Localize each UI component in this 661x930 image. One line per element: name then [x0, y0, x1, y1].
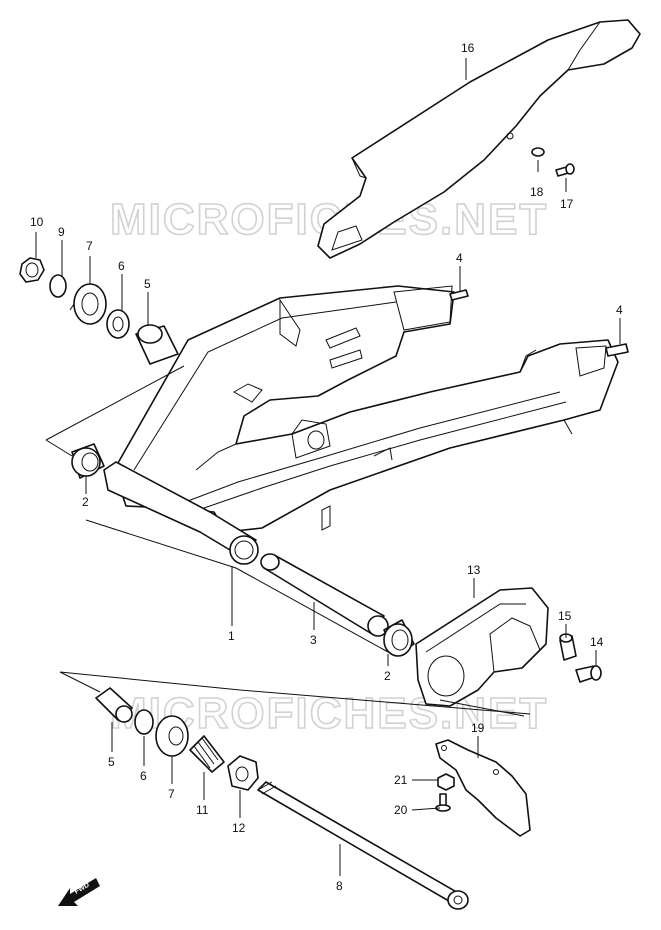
bushing-5 [135, 324, 179, 365]
callout-13: 13 [467, 563, 481, 577]
bearing-2-right [383, 619, 415, 657]
callout-5-upper: 5 [144, 277, 151, 291]
bolt-14 [575, 665, 602, 683]
callout-5-lower: 5 [108, 755, 115, 769]
callout-6-upper: 6 [118, 259, 125, 273]
washer-9 [49, 274, 67, 298]
callout-8: 8 [336, 879, 343, 893]
callout-18: 18 [530, 185, 544, 199]
callout-4-upper: 4 [456, 251, 463, 265]
washer-18 [531, 147, 545, 157]
bolt-20 [435, 793, 451, 812]
callout-15: 15 [558, 609, 572, 623]
bolt-4-upper [449, 289, 469, 301]
callout-2-left: 2 [82, 495, 89, 509]
callout-12: 12 [232, 821, 246, 835]
callout-21: 21 [394, 773, 408, 787]
callout-10: 10 [30, 215, 44, 229]
bolt-4-right [605, 343, 629, 357]
callout-1: 1 [228, 629, 235, 643]
callout-2-right: 2 [384, 669, 391, 683]
callout-17: 17 [560, 197, 574, 211]
chain-guard-19 [435, 739, 531, 837]
fwd-arrow-icon: FWD [58, 878, 100, 906]
callout-19: 19 [471, 721, 485, 735]
seal-6-lower [134, 709, 154, 735]
leader-lines [35, 58, 621, 876]
bushing-5-lower [95, 687, 133, 723]
nut-21 [437, 773, 455, 791]
callout-9: 9 [58, 225, 65, 239]
bearing-2-left [71, 443, 105, 479]
pivot-axle-8 [257, 781, 469, 910]
chain-buffer-13 [415, 587, 549, 707]
callouts: 16 17 18 10 9 7 6 5 4 4 2 1 3 2 13 15 14… [30, 41, 623, 893]
swingarm [103, 285, 619, 565]
callout-14: 14 [590, 635, 604, 649]
callout-7-upper: 7 [86, 239, 93, 253]
callout-11: 11 [196, 803, 209, 817]
callout-6-lower: 6 [140, 769, 147, 783]
bearing-7-lower [155, 715, 189, 757]
callout-16: 16 [461, 41, 475, 55]
nut-12 [227, 755, 259, 791]
bearing-7 [69, 283, 107, 325]
spacer-3 [260, 553, 389, 637]
seal-6 [106, 309, 130, 339]
sleeve-11 [189, 735, 225, 773]
callout-4-right: 4 [616, 303, 623, 317]
nut-10 [19, 257, 45, 283]
chain-case [317, 19, 641, 259]
callout-20: 20 [394, 803, 408, 817]
collar-15 [559, 633, 577, 661]
callout-3: 3 [310, 633, 317, 647]
bolt-17 [555, 163, 575, 177]
callout-7-lower: 7 [168, 787, 175, 801]
